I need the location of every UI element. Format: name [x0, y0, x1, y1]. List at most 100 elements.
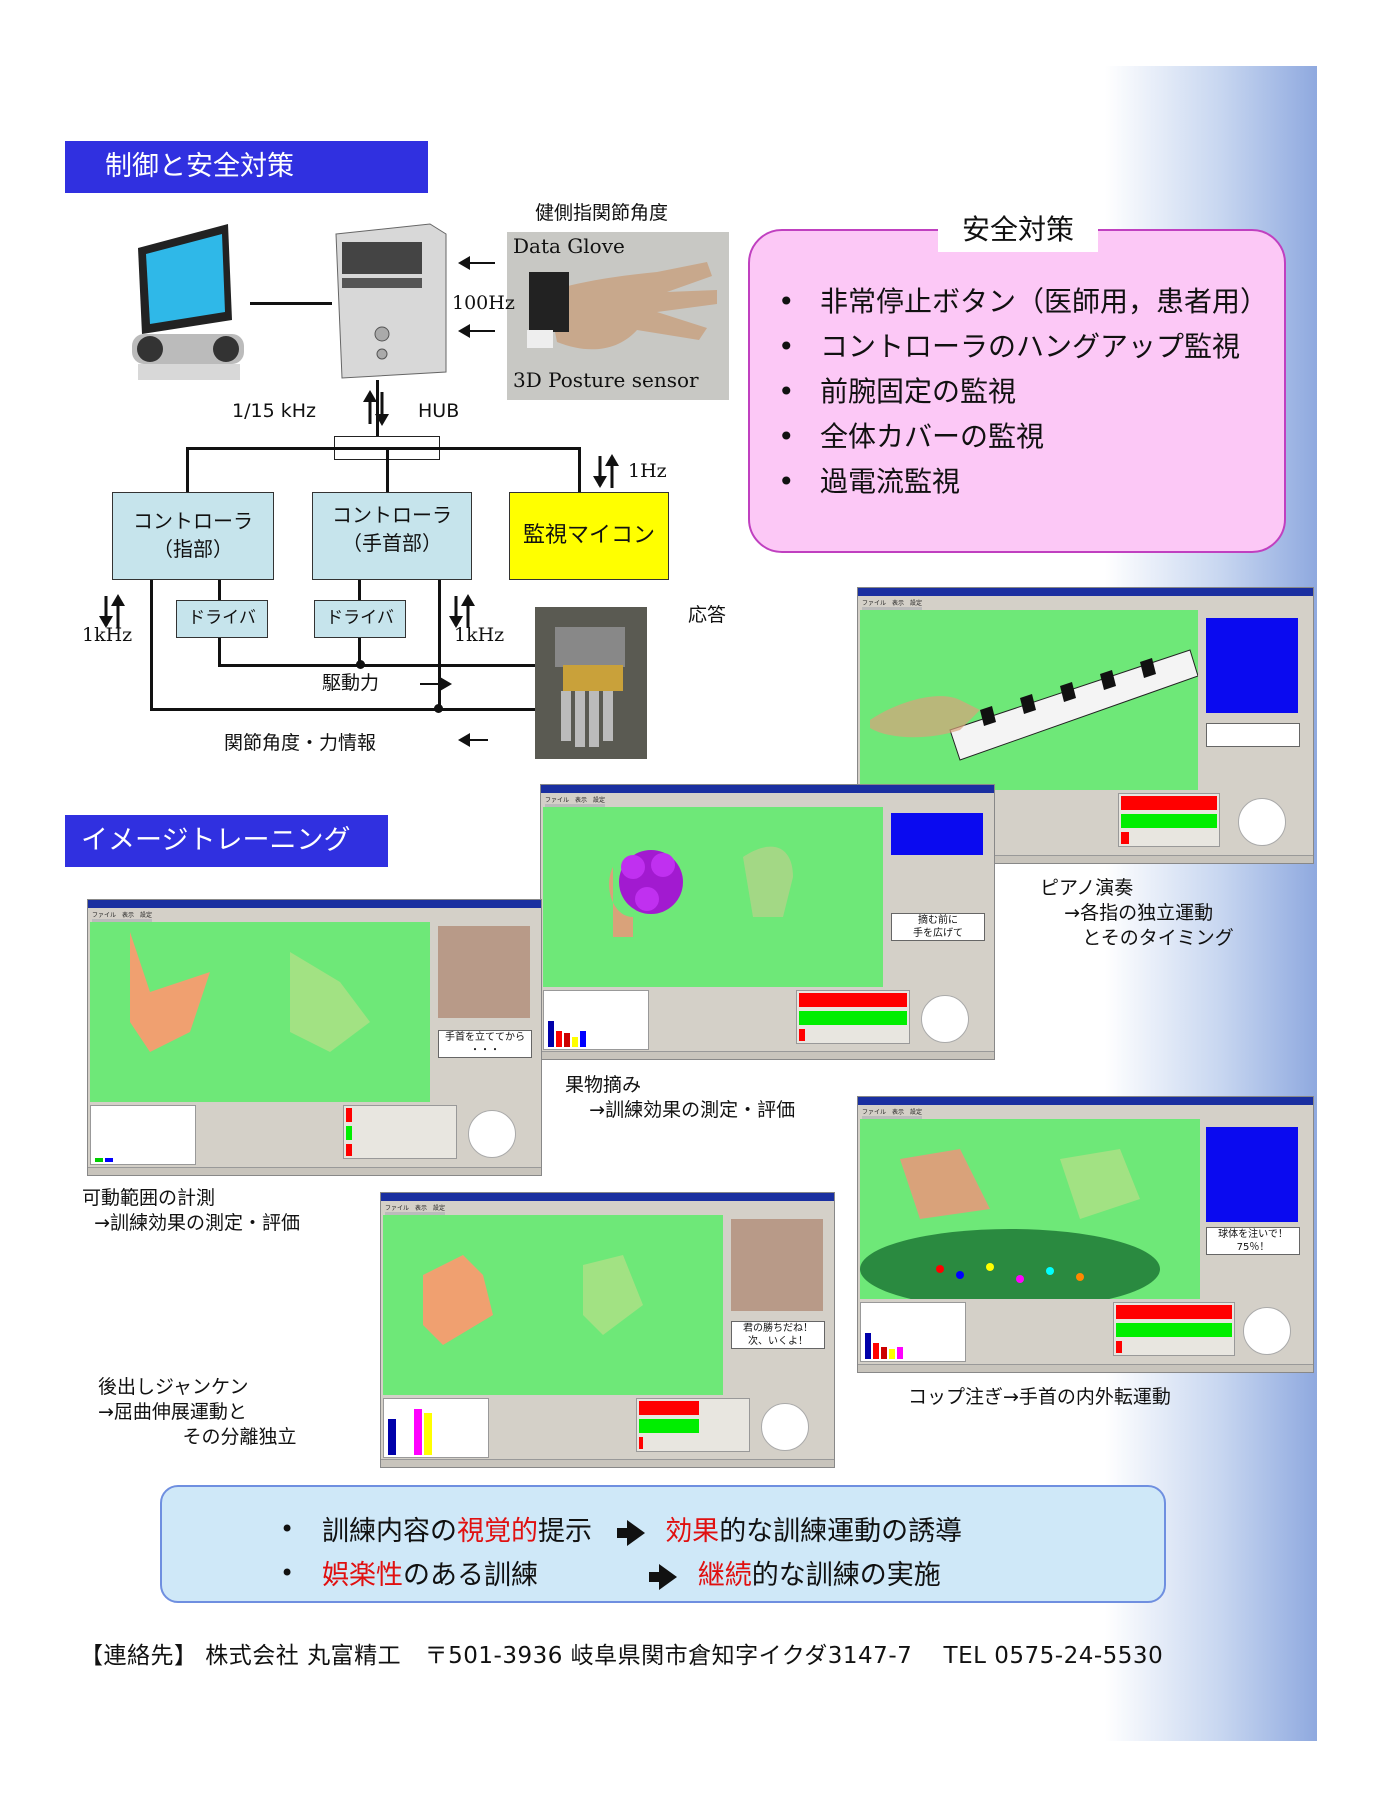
hz100-label: 100Hz	[452, 292, 515, 314]
simulation-view	[543, 807, 883, 987]
simulation-view	[383, 1215, 723, 1395]
level-panel	[1118, 793, 1220, 847]
caption-piano: ピアノ演奏 →各指の独立運動 とそのタイミング	[1040, 877, 1234, 949]
khz-left-label: 1kHz	[82, 624, 133, 646]
junction-dot	[356, 660, 365, 669]
robot-hand-photo	[535, 607, 647, 759]
controller-wrist-line2: （手首部）	[342, 531, 442, 555]
bar-graph-panel	[90, 1105, 196, 1165]
arrow-line	[465, 330, 495, 332]
caption-janken: 後出しジャンケン →屈曲伸展運動と その分離独立	[98, 1376, 297, 1448]
bidirectional-arrow-icon	[593, 454, 619, 488]
message-box: 摘む前に手を広げて	[891, 913, 985, 941]
summary-row-2: 娯楽性のある訓練 継続的な訓練の実施	[322, 1560, 941, 1591]
controller-finger-line1: コントローラ	[133, 509, 253, 533]
connector-line	[438, 580, 441, 710]
safety-list: •非常停止ボタン（医師用，患者用） •コントローラのハングアップ監視 •前腕固定…	[778, 279, 1268, 504]
arrow-right-icon	[649, 1571, 662, 1582]
arrow-left-icon	[458, 324, 470, 338]
summary-box: • 訓練内容の視覚的提示 効果的な訓練運動の誘導 • 娯楽性のある訓練 継続的な…	[160, 1485, 1166, 1603]
caption-range: 可動範囲の計測 →訓練効果の測定・評価	[82, 1187, 300, 1234]
connector-line	[376, 380, 379, 436]
indicator-blue	[1206, 1127, 1298, 1222]
connector-line	[358, 580, 361, 600]
hub-label: HUB	[418, 400, 460, 422]
app-window-janken: ファイル 表示 設定 君の勝ちだね！次、いくよ！	[380, 1192, 835, 1468]
bus-line	[186, 447, 580, 450]
connector-line	[358, 638, 361, 666]
khz-1-15-label: 1/15 kHz	[232, 400, 316, 422]
controller-wrist-line1: コントローラ	[332, 503, 452, 527]
message-box: 手首を立ててから・・・	[438, 1030, 532, 1058]
app-window-fruit: ファイル 表示 設定 摘む前に手を広げて	[540, 784, 995, 1060]
hand-photo	[438, 926, 530, 1018]
message-box: 球体を注いで！75％！	[1206, 1227, 1300, 1255]
simulation-view	[860, 1119, 1200, 1309]
bar-graph-panel	[860, 1302, 966, 1362]
clock-dial	[921, 995, 969, 1043]
glove-caption: 健側指関節角度	[535, 202, 669, 224]
khz-right-label: 1kHz	[454, 624, 505, 646]
level-panel	[1113, 1302, 1235, 1356]
summary-row-1: 訓練内容の視覚的提示 効果的な訓練運動の誘導	[322, 1516, 963, 1547]
caption-fruit: 果物摘み →訓練効果の測定・評価	[565, 1074, 796, 1121]
controller-finger-box: コントローラ （指部）	[112, 492, 274, 580]
drive-force-line	[218, 664, 538, 667]
app-window-cup: ファイル 表示 設定 球体を注いで！75％！	[857, 1096, 1314, 1373]
level-panel	[343, 1105, 457, 1159]
arrow-left-icon	[458, 733, 470, 747]
bidirectional-arrow-icon	[99, 594, 125, 628]
section-title-image-training: イメージトレーニング	[65, 815, 388, 867]
safety-item: •全体カバーの監視	[778, 420, 1045, 453]
driver-box-1: ドライバ	[176, 600, 268, 638]
connector-line	[150, 580, 153, 710]
indicator-blue	[1206, 618, 1298, 713]
safety-item: •非常停止ボタン（医師用，患者用）	[778, 285, 1269, 318]
monitor-mcu-box: 監視マイコン	[509, 492, 669, 580]
connector-line	[218, 638, 221, 666]
level-panel	[636, 1398, 750, 1452]
safety-item: •前腕固定の監視	[778, 375, 1017, 408]
bullet: •	[280, 1515, 295, 1543]
drive-force-label: 駆動力	[322, 672, 380, 694]
level-panel	[796, 990, 910, 1044]
data-glove-label: Data Glove	[513, 234, 625, 258]
app-window-range: ファイル 表示 設定 手首を立ててから・・・	[87, 899, 542, 1176]
clock-dial	[1238, 798, 1286, 846]
clock-dial	[1243, 1307, 1291, 1355]
bar-graph-panel	[543, 990, 649, 1050]
connector-line	[386, 447, 389, 492]
controller-finger-line2: （指部）	[153, 537, 233, 561]
simulation-view	[860, 610, 1199, 790]
safety-box: •非常停止ボタン（医師用，患者用） •コントローラのハングアップ監視 •前腕固定…	[748, 229, 1286, 553]
connector-line	[186, 447, 189, 492]
indicator-blue	[891, 813, 983, 855]
computer-monitor-icon	[132, 224, 244, 380]
contact-footer: 【連絡先】 株式会社 丸富精工 〒501-3936 岐阜県関市倉知字イクダ314…	[80, 1643, 1164, 1669]
message-box	[1206, 723, 1300, 747]
arrow-line	[420, 683, 442, 685]
arrow-left-icon	[458, 256, 470, 270]
safety-title: 安全対策	[938, 208, 1098, 252]
bullet: •	[280, 1559, 295, 1587]
connector-line	[578, 447, 581, 492]
arrow-line	[466, 739, 488, 741]
simulation-view	[90, 922, 430, 1102]
caption-cup: コップ注ぎ→手首の内外転運動	[908, 1386, 1171, 1408]
controller-wrist-box: コントローラ （手首部）	[312, 492, 472, 580]
feedback-line	[150, 708, 540, 711]
safety-item: •過電流監視	[778, 465, 961, 498]
clock-dial	[468, 1110, 516, 1158]
data-glove-photo	[507, 232, 729, 400]
connector-line	[250, 302, 332, 305]
response-label: 応答	[688, 604, 727, 626]
arrow-line	[465, 262, 495, 264]
driver-box-2: ドライバ	[314, 600, 406, 638]
clock-dial	[761, 1403, 809, 1451]
bidirectional-arrow-icon	[449, 594, 475, 628]
posture-sensor-label: 3D Posture sensor	[513, 368, 699, 392]
junction-dot	[434, 704, 443, 713]
section-title-control: 制御と安全対策	[65, 141, 428, 193]
message-box: 君の勝ちだね！次、いくよ！	[731, 1321, 825, 1349]
joint-info-label: 関節角度・力情報	[224, 732, 377, 754]
